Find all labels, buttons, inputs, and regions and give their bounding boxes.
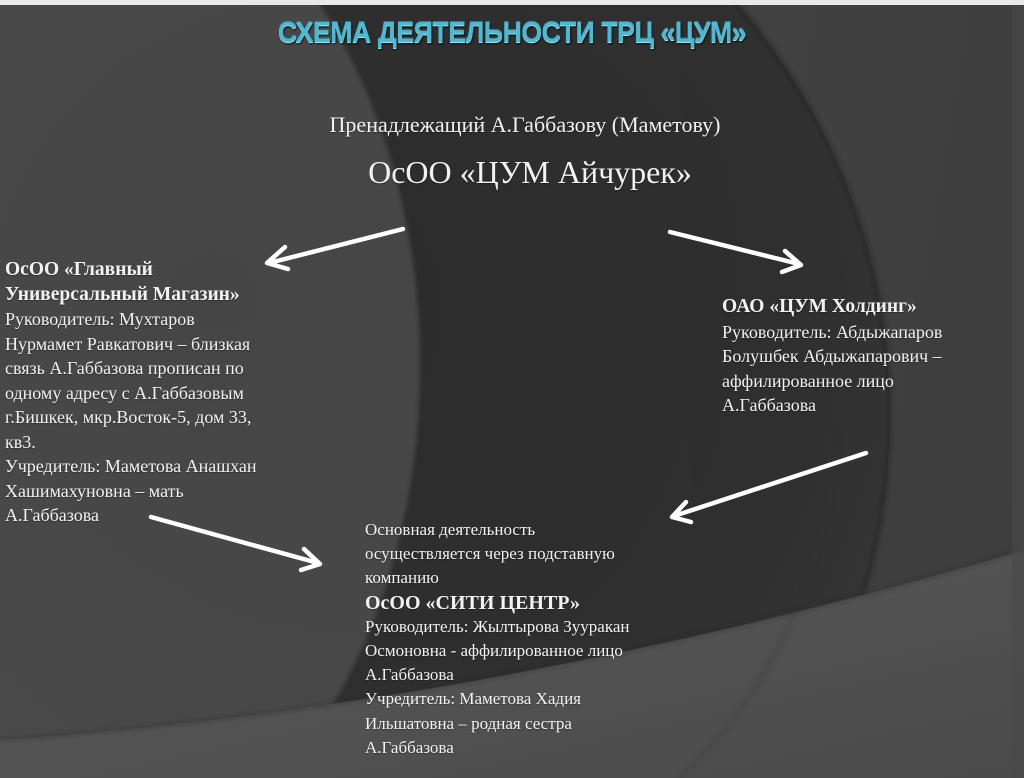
gum-detail-line: г.Бишкек, мкр.Восток-5, дом 33,: [5, 407, 252, 427]
city-center-detail-line: Осмоновна - аффилированное лицо: [365, 641, 623, 661]
gum-detail-line: связь А.Габбазова прописан по: [5, 358, 244, 378]
holding-detail-line: Руководитель: Абдыжапаров: [722, 321, 943, 342]
gum-detail-line: одному адресу с А.Габбазовым: [5, 382, 244, 403]
city-center-detail-line: Ильшатовна – родная сестра: [365, 713, 572, 733]
holding-detail-line: А.Габбазова: [722, 395, 817, 415]
company-name-gum-line2: Универсальный Магазин»: [5, 283, 240, 305]
city-center-detail-line: Учредитель: Маметова Хадия: [365, 689, 581, 709]
city-center-intro-line: компанию: [365, 568, 439, 588]
owner-note: Пренадлежащий А.Габбазову (Маметову): [329, 112, 721, 137]
company-block-city-center: Основная деятельность осуществляется чер…: [365, 518, 630, 760]
holding-detail-line: аффилированное лицо: [722, 370, 894, 391]
company-name-holding: ОАО «ЦУМ Холдинг»: [722, 296, 917, 317]
gum-detail-line: Учредитель: Маметова Анашхан: [5, 456, 257, 476]
city-center-detail-line: Руководитель: Жылтырова Зууракан: [365, 616, 630, 636]
company-block-holding: ОАО «ЦУМ Холдинг» Руководитель: Абдыжапа…: [722, 295, 942, 418]
gum-detail-line: А.Габбазова: [5, 505, 100, 525]
company-name-city-center: ОсОО «СИТИ ЦЕНТР»: [365, 591, 580, 614]
main-company-name: ОсОО «ЦУМ Айчурек»: [368, 154, 692, 190]
city-center-intro-line: Основная деятельность: [365, 520, 536, 539]
gum-detail-line: Хашимахуновна – мать: [5, 480, 184, 501]
background-decoration: [0, 5, 1024, 778]
gum-detail-line: кв3.: [5, 431, 36, 452]
city-center-intro-line: осуществляется через подставную: [365, 544, 615, 564]
city-center-detail-line: А.Габбазова: [365, 665, 454, 685]
city-center-detail-line: А.Габбазова: [365, 737, 454, 757]
slide: СХЕМА ДЕЯТЕЛЬНОСТИ ТРЦ «ЦУМ» Пренадлежащ…: [0, 5, 1024, 778]
company-name-gum-line1: ОсОО «Главный: [5, 259, 153, 280]
gum-detail-line: Руководитель: Мухтаров: [5, 309, 195, 329]
company-block-gum: ОсОО «Главный Универсальный Магазин» Рук…: [5, 258, 257, 528]
slide-title: СХЕМА ДЕЯТЕЛЬНОСТИ ТРЦ «ЦУМ»: [277, 17, 747, 49]
holding-detail-line: Болушбек Абдыжапарович –: [722, 346, 942, 366]
gum-detail-line: Нурмамет Равкатович – близкая: [5, 333, 251, 354]
